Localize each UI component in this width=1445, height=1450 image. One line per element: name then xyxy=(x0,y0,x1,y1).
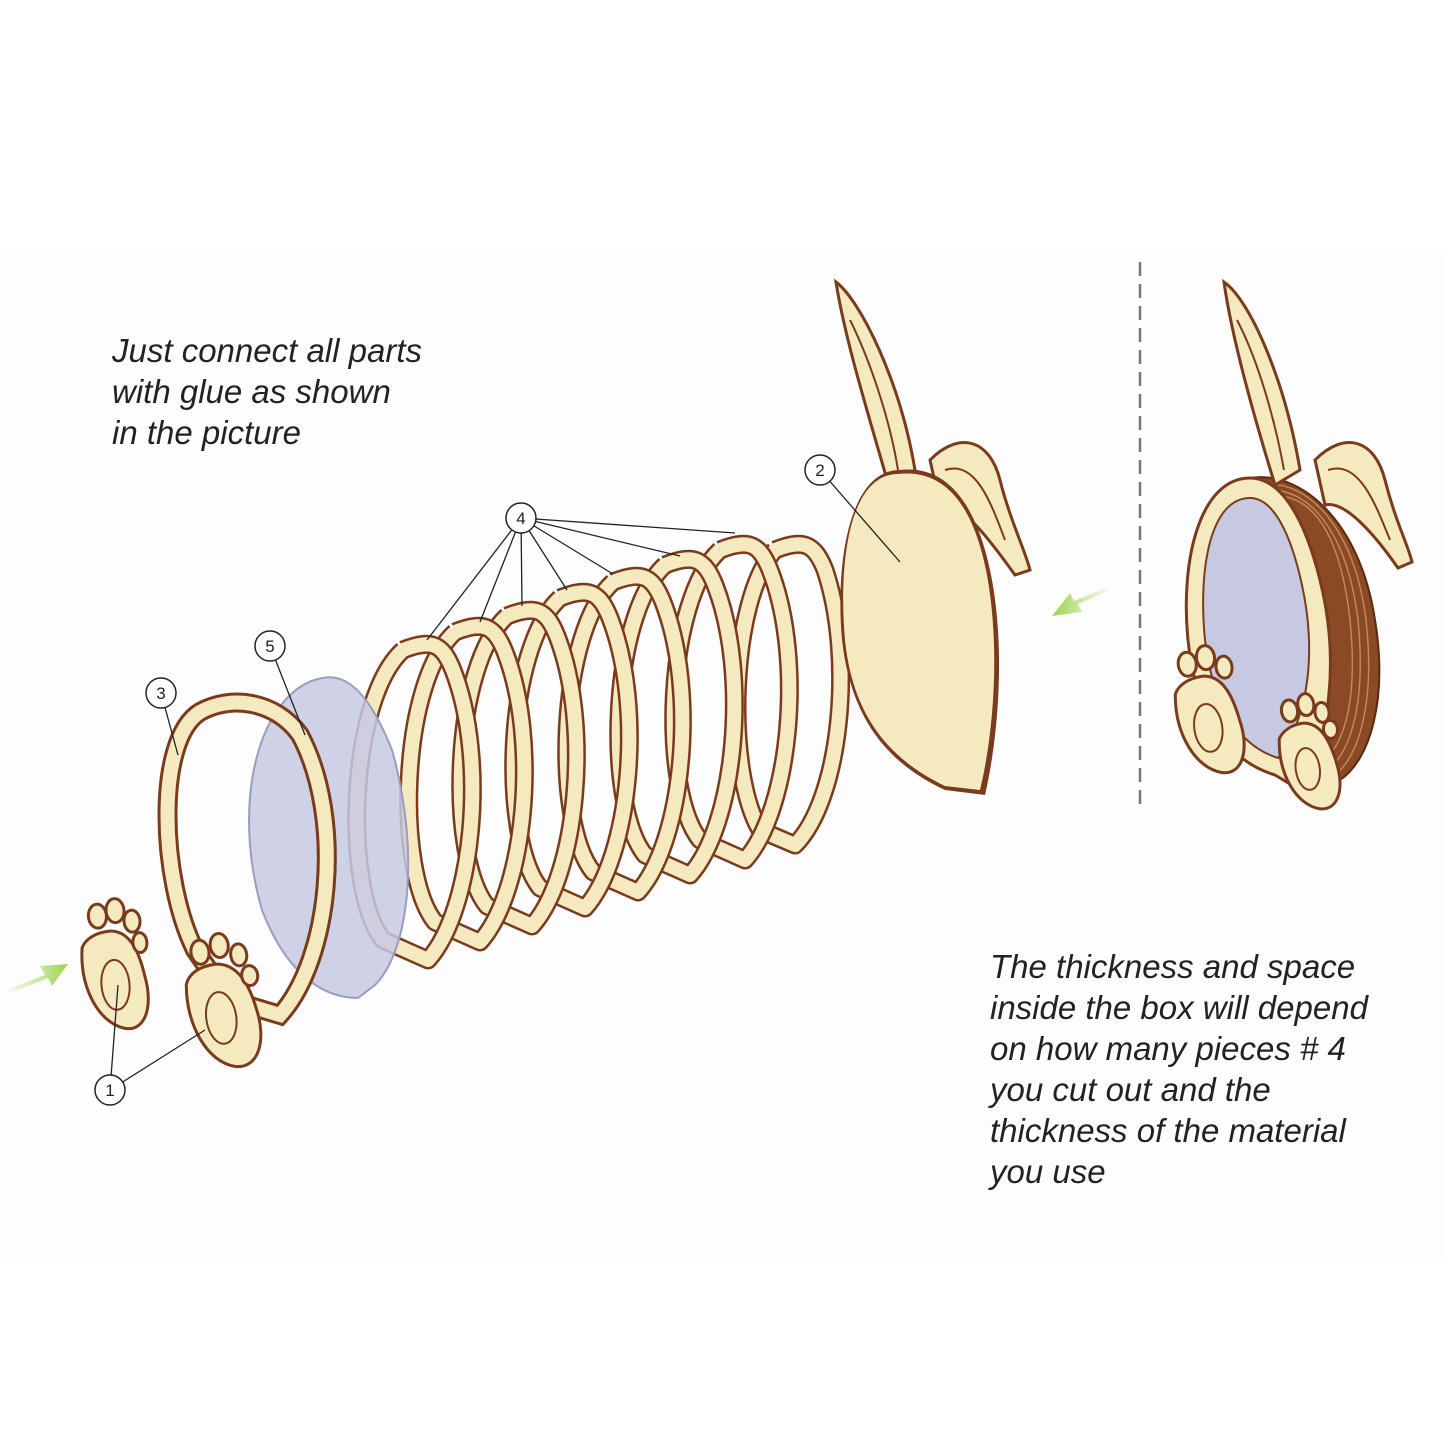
instruction-note: Just connect all parts with glue as show… xyxy=(112,332,422,451)
green-arrow-icon xyxy=(1052,587,1112,616)
callout-3: 3 xyxy=(145,677,177,709)
back-panel-part-2 xyxy=(833,278,1032,795)
callout-5: 5 xyxy=(254,630,286,662)
green-arrow-icon xyxy=(5,964,68,994)
assembled-box xyxy=(1173,278,1414,811)
paw-part-1 xyxy=(80,897,150,1031)
leader-lines xyxy=(109,469,901,1091)
thickness-note: The thickness and space inside the box w… xyxy=(990,948,1368,1190)
callout-2: 2 xyxy=(804,454,836,486)
callout-3-label: 3 xyxy=(156,684,165,703)
callout-2-label: 2 xyxy=(815,461,824,480)
callout-1-label: 1 xyxy=(105,1081,114,1100)
callout-5-label: 5 xyxy=(265,637,274,656)
paw-on-ring-part-1 xyxy=(184,932,263,1068)
callout-4: 4 xyxy=(505,502,537,534)
rings-part-4 xyxy=(347,534,851,970)
callout-1: 1 xyxy=(94,1074,126,1106)
callout-4-label: 4 xyxy=(516,509,525,528)
front-ring-part-3 xyxy=(157,692,337,1027)
